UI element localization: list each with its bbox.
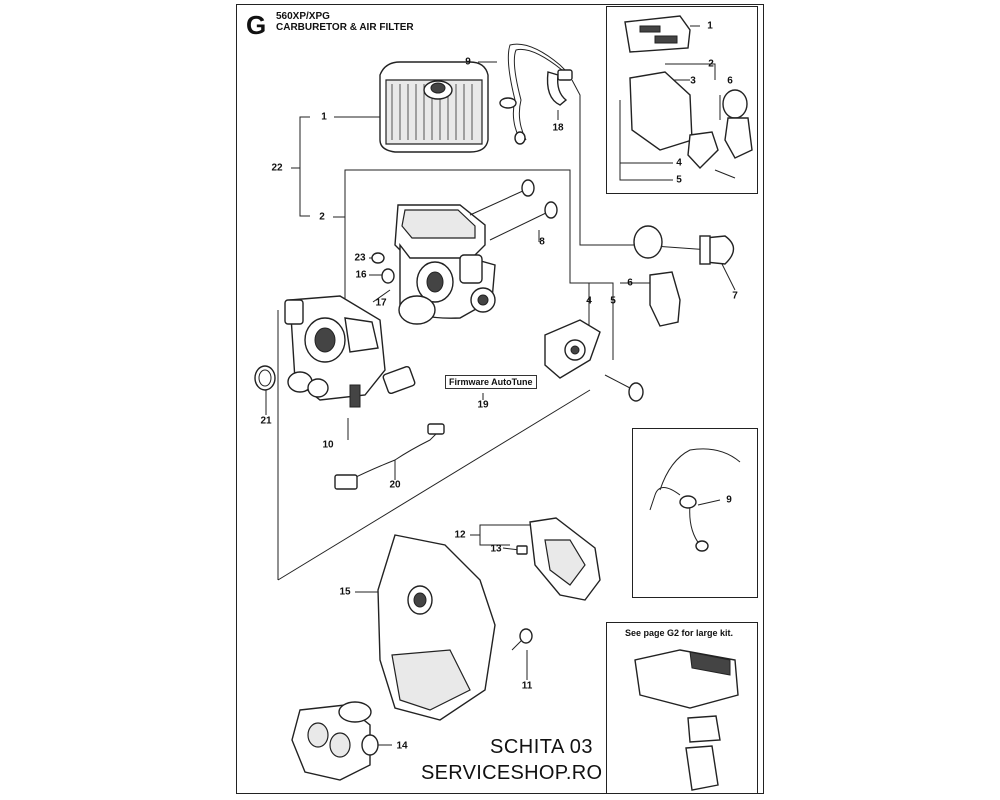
part-number-6: 6	[627, 277, 633, 289]
firmware-label: Firmware AutoTune	[445, 375, 537, 389]
part-number-12: 12	[454, 529, 466, 541]
inset-top-drawings	[624, 15, 753, 179]
inset-part-number-1: 1	[707, 20, 713, 32]
part-number-7: 7	[732, 290, 738, 302]
diagram-subtitle: CARBURETOR & AIR FILTER	[276, 22, 414, 33]
fuel-hose-drawing	[499, 43, 573, 145]
part-number-18: 18	[552, 122, 564, 134]
part-number-19: 19	[477, 399, 489, 411]
part-number-5: 5	[610, 295, 616, 307]
part-number-13: 13	[490, 543, 502, 555]
part-number-15: 15	[339, 586, 351, 598]
part-number-16: 16	[355, 269, 367, 281]
filter-housing-drawing	[377, 534, 533, 721]
part-number-2: 2	[319, 211, 325, 223]
inset-hose-part-number-9: 9	[726, 494, 732, 506]
part-number-9: 9	[465, 56, 471, 68]
inset-part-number-5: 5	[676, 174, 682, 186]
air-filter-drawing	[379, 61, 489, 153]
carburetor-drawing	[284, 295, 416, 408]
diagram-frame	[236, 4, 764, 794]
cover-drawing	[516, 517, 601, 601]
inset-part-number-3: 3	[690, 75, 696, 87]
primer-bulb-drawing	[633, 225, 735, 265]
part-number-22: 22	[271, 162, 283, 174]
carburetor-housing-drawing	[371, 204, 496, 325]
wire-harness-drawing	[334, 423, 445, 490]
bolts-drawing	[469, 179, 558, 241]
inset-hose-drawing	[649, 448, 741, 552]
bracket-assembly-drawing	[544, 271, 681, 402]
part-number-21: 21	[260, 415, 272, 427]
gasket-ring-drawing	[254, 365, 276, 391]
part-number-1: 1	[321, 111, 327, 123]
part-number-8: 8	[539, 236, 545, 248]
intake-manifold-drawing	[291, 701, 379, 781]
inset-kit-drawings	[634, 649, 739, 791]
part-number-14: 14	[396, 740, 408, 752]
model-number: 560XP/XPG	[276, 11, 330, 22]
part-number-17: 17	[375, 297, 387, 309]
inset-part-number-4: 4	[676, 157, 682, 169]
part-number-20: 20	[389, 479, 401, 491]
leader-lines	[265, 25, 736, 746]
part-number-23: 23	[354, 252, 366, 264]
section-letter: G	[246, 10, 267, 40]
inset-part-number-6: 6	[727, 75, 733, 87]
part-number-11: 11	[521, 680, 533, 692]
watermark-schita: SCHITA 03	[490, 736, 594, 758]
model-title: 560XP/XPG CARBURETOR & AIR FILTER	[276, 11, 414, 33]
inset-hose	[632, 428, 758, 598]
part-number-10: 10	[322, 439, 334, 451]
watermark-serviceshop: SERVICESHOP.RO	[421, 762, 603, 784]
large-kit-note: See page G2 for large kit.	[625, 628, 734, 638]
part-number-4: 4	[586, 295, 592, 307]
inset-part-number-2: 2	[708, 58, 714, 70]
